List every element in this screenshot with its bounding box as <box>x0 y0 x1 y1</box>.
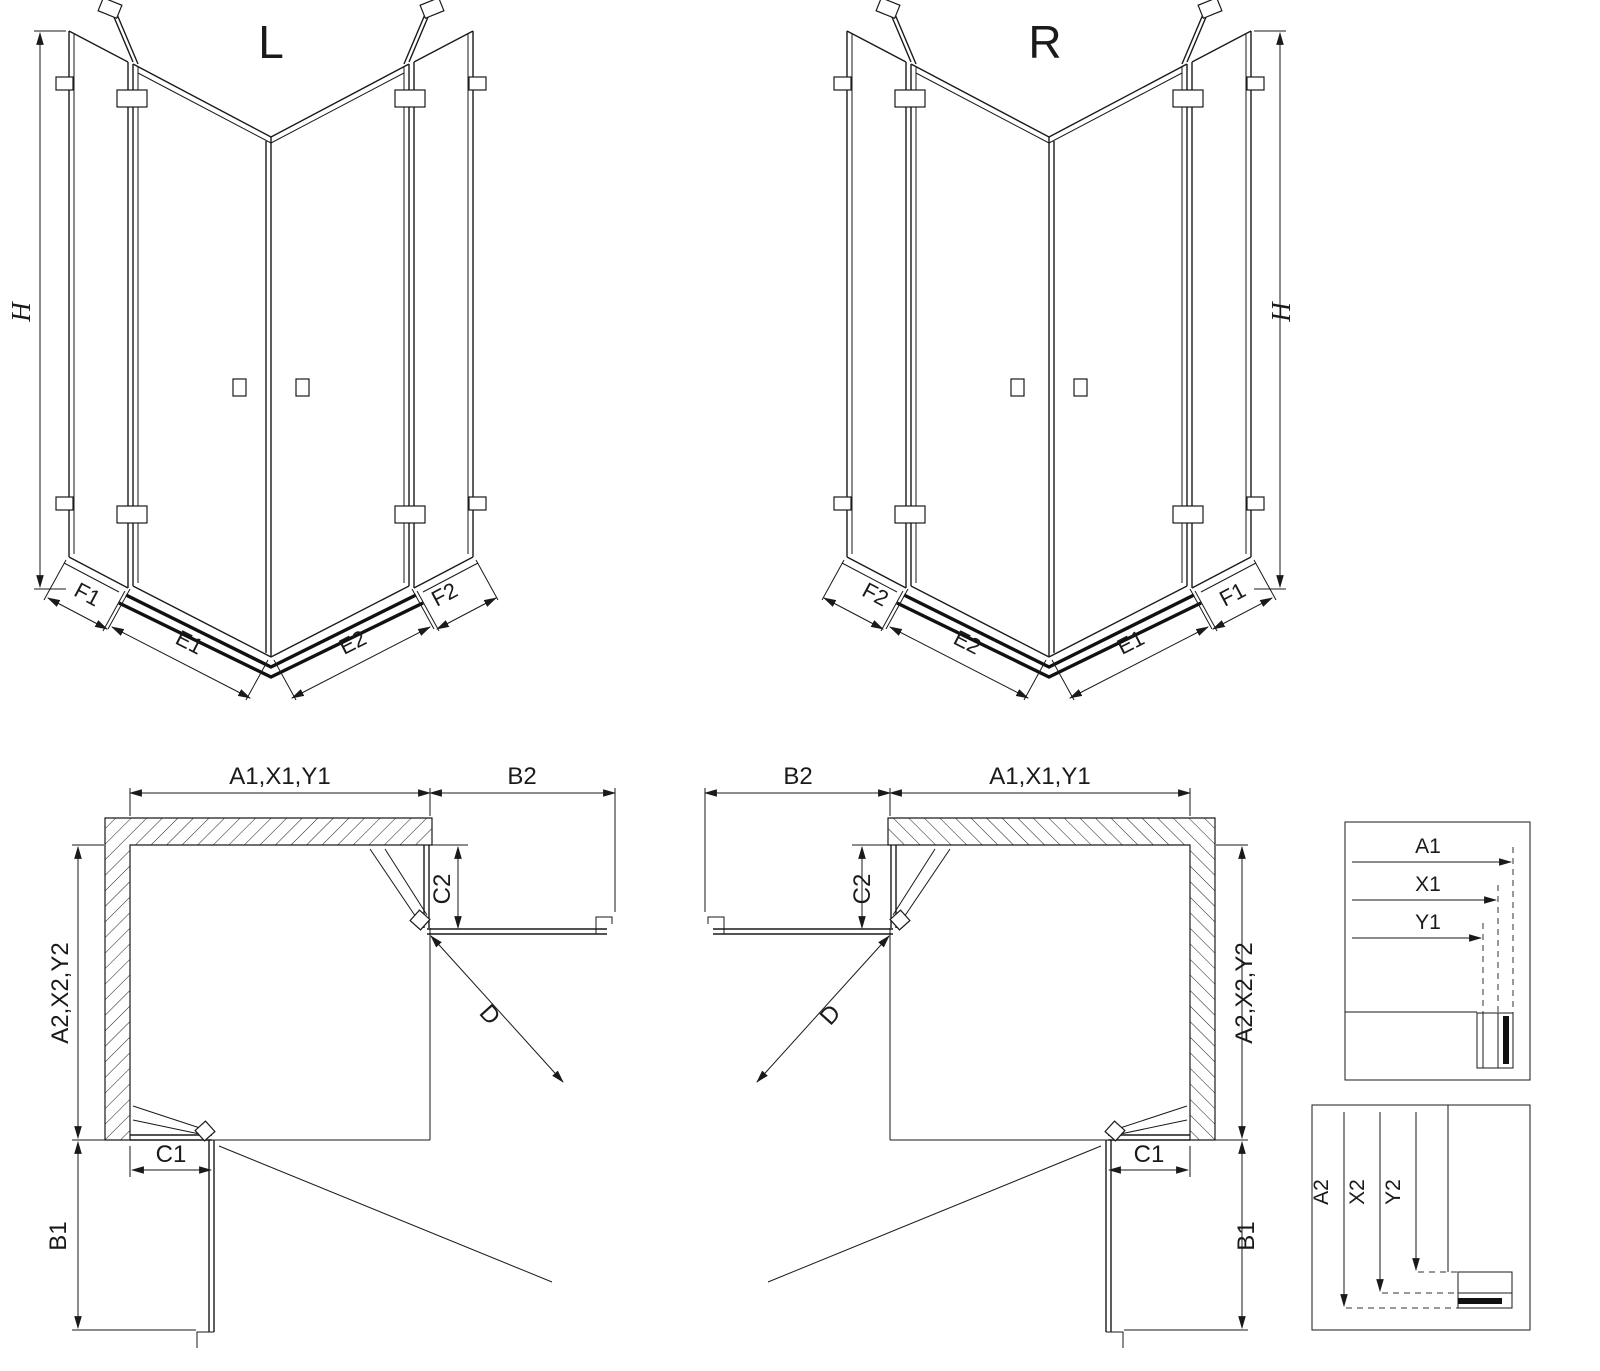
detail-label-y2: Y2 <box>1382 1179 1405 1205</box>
dim-label-height-left: H <box>6 301 36 323</box>
dim-label-b1-plan-right: B1 <box>1233 1221 1260 1250</box>
dim-label-b2-plan-right: B2 <box>783 763 812 790</box>
dim-label-d-plan-right: D <box>815 1000 847 1031</box>
dim-label-a1-plan-right: A1,X1,Y1 <box>989 763 1090 790</box>
detail-box-widths: A1 X1 Y1 <box>1344 821 1531 1081</box>
dim-label-f2-right: F2 <box>858 577 892 611</box>
dim-label-b1-plan-left: B1 <box>45 1221 72 1250</box>
detail-label-x2: X2 <box>1346 1179 1369 1205</box>
dim-label-c2-plan-right: C2 <box>849 874 876 905</box>
dim-label-height-right: H <box>1266 301 1296 323</box>
variant-label-left: L <box>258 16 284 68</box>
detail-label-a2: A2 <box>1310 1179 1333 1205</box>
cabin-3d-right <box>822 0 1286 700</box>
dim-label-f1-left: F1 <box>70 577 104 611</box>
dim-label-d-plan-left: D <box>474 1000 506 1031</box>
variant-label-right: R <box>1028 16 1061 68</box>
plan-view-left <box>72 788 615 1348</box>
dim-label-f1-right: F1 <box>1215 577 1249 611</box>
dim-label-a1-plan-left: A1,X1,Y1 <box>229 763 330 790</box>
cabin-3d-left <box>34 0 498 700</box>
dim-label-b2-plan-left: B2 <box>507 763 536 790</box>
detail-label-a1: A1 <box>1415 835 1441 858</box>
dim-label-a2-plan-right: A2,X2,Y2 <box>1231 942 1258 1043</box>
plan-view-right <box>705 788 1248 1348</box>
detail-label-x1: X1 <box>1415 873 1441 896</box>
dim-label-c2-plan-left: C2 <box>429 874 456 905</box>
dim-label-f2-left: F2 <box>427 577 461 611</box>
detail-label-y1: Y1 <box>1415 911 1441 934</box>
detail-box-depths: A2 X2 Y2 <box>1310 1104 1531 1331</box>
dim-label-a2-plan-left: A2,X2,Y2 <box>47 942 74 1043</box>
dim-label-c1-plan-right: C1 <box>1134 1141 1165 1168</box>
dim-label-c1-plan-left: C1 <box>156 1141 187 1168</box>
